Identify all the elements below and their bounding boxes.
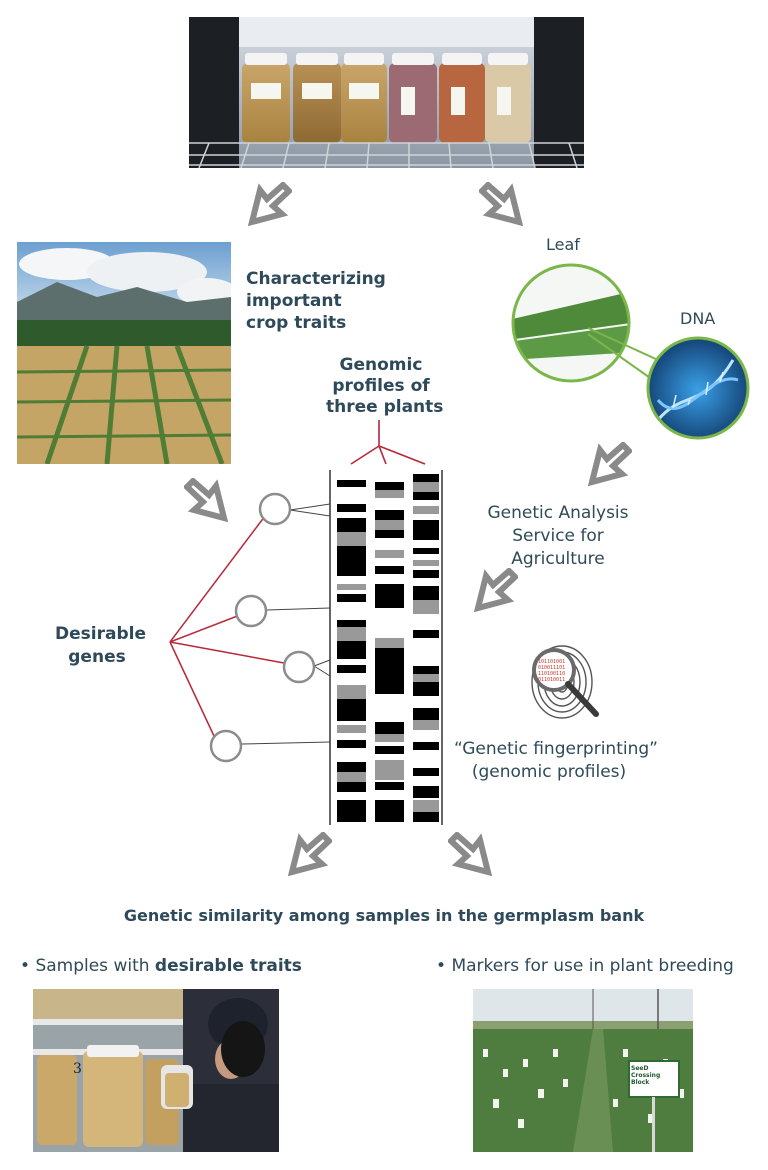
chevron-arrow-icon	[473, 568, 518, 613]
chevron-arrow-icon	[184, 478, 229, 523]
bullet-right-text: Markers for use in plant breeding	[451, 956, 734, 976]
three-plant-fork	[350, 420, 426, 465]
genomic-profile-bands	[329, 470, 443, 825]
desirable-genes-label: Desirable genes	[55, 624, 146, 667]
similarity-heading: Genetic similarity among samples in the …	[123, 906, 645, 925]
svg-text:011010011: 011010011	[538, 677, 565, 683]
seed-jars-photo	[189, 17, 584, 168]
chevron-arrow-icon	[247, 182, 292, 227]
bullet-dot: •	[436, 956, 447, 976]
bullet-markers-plant-breeding: • Markers for use in plant breeding	[436, 956, 734, 976]
svg-text:010011101: 010011101	[538, 665, 565, 671]
crop-field-photo	[17, 242, 231, 464]
crop-traits-label: Characterizing important crop traits	[246, 269, 386, 333]
leaf-dna-illustration	[511, 263, 750, 440]
bullet-left-bold: desirable traits	[154, 956, 302, 976]
fingerprinting-label: “Genetic fingerprinting” (genomic profil…	[454, 739, 658, 782]
dna-label: DNA	[680, 309, 716, 328]
leaf-label: Leaf	[546, 235, 580, 254]
bullet-dot: •	[20, 956, 31, 976]
svg-text:110100110: 110100110	[538, 671, 565, 677]
chevron-arrow-icon	[448, 832, 493, 877]
genetic-analysis-label: Genetic Analysis Service for Agriculture	[487, 503, 629, 569]
chevron-arrow-icon	[287, 832, 332, 877]
sign-title: SeeD Crossing Block	[631, 1065, 661, 1086]
crossing-block-photo: SeeD Crossing Block	[473, 989, 693, 1152]
bullet-samples-desirable-traits: • Samples with desirable traits	[20, 956, 302, 976]
jar-number: 3	[73, 1061, 82, 1077]
magnifier-fingerprint-icon: 101101001 010011101 110100110 011010011	[531, 645, 599, 719]
desirable-genes-connectors	[169, 492, 331, 763]
genomic-profiles-label: Genomic profiles of three plants	[326, 355, 444, 417]
chevron-arrow-icon	[479, 182, 524, 227]
chevron-arrow-icon	[587, 442, 632, 487]
germplasm-bank-photo: 3	[33, 989, 279, 1152]
svg-text:101101001: 101101001	[538, 659, 565, 665]
bullet-left-text: Samples with	[35, 956, 155, 976]
